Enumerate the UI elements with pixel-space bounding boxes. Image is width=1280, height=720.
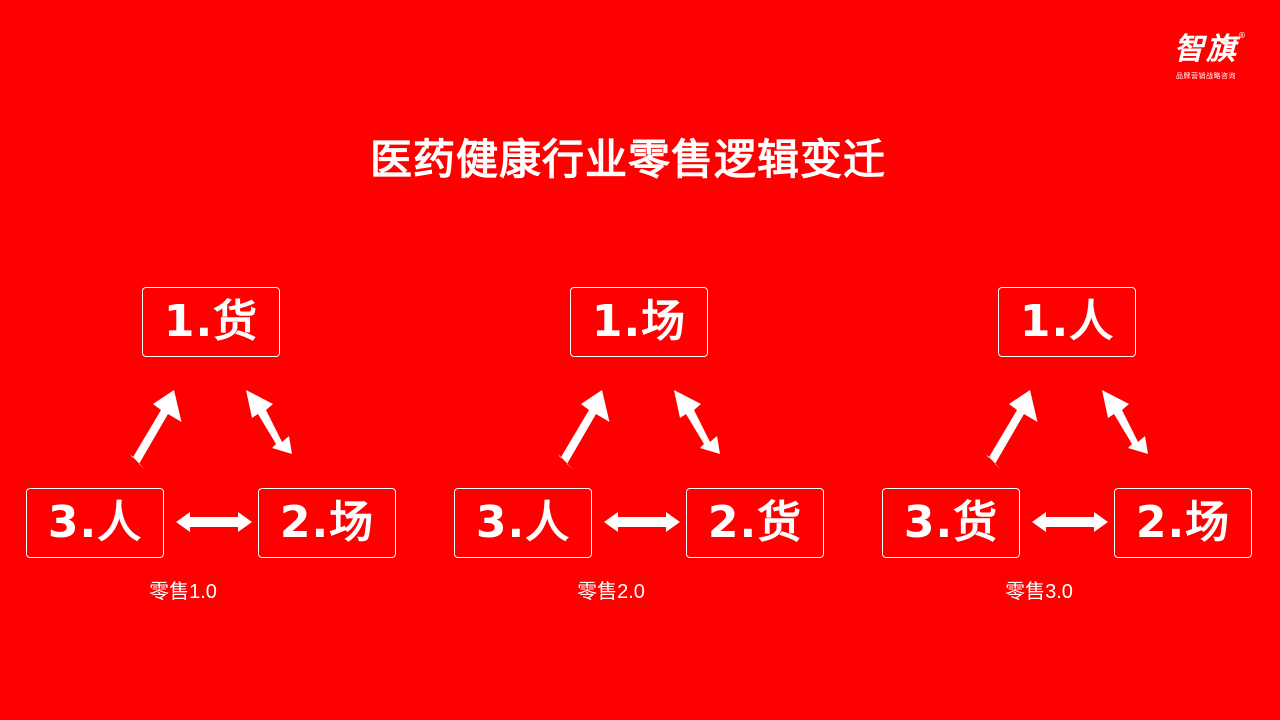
node-top: 1.场	[570, 287, 708, 357]
right-diagonal-double-arrow-icon	[674, 390, 720, 454]
node-right: 2.场	[1114, 488, 1252, 558]
left-diagonal-double-arrow-icon	[558, 390, 610, 470]
node-left: 3.货	[882, 488, 1020, 558]
brand-logo: 智旗 ® 品牌营销战略咨询	[1158, 30, 1254, 90]
bottom-horizontal-double-arrow-icon	[1032, 512, 1108, 532]
diagram-caption: 零售3.0	[1005, 581, 1073, 603]
node-left: 3.人	[26, 488, 164, 558]
diagram-caption: 零售1.0	[149, 581, 217, 603]
right-diagonal-double-arrow-icon	[246, 390, 292, 454]
node-top: 1.人	[998, 287, 1136, 357]
left-diagonal-double-arrow-icon	[986, 390, 1038, 470]
retail-1-diagram: 1.货 3.人 2.场 零售1.0	[26, 286, 400, 616]
logo-subtitle: 品牌营销战略咨询	[1176, 72, 1236, 80]
cycle-arrows	[558, 390, 720, 532]
node-right: 2.货	[686, 488, 824, 558]
cycle-arrows	[130, 390, 292, 532]
bottom-horizontal-double-arrow-icon	[176, 512, 252, 532]
right-diagonal-double-arrow-icon	[1102, 390, 1148, 454]
left-diagonal-double-arrow-icon	[130, 390, 182, 470]
page-title: 医药健康行业零售逻辑变迁	[369, 135, 886, 184]
node-top: 1.货	[142, 287, 280, 357]
retail-3-diagram: 1.人 3.货 2.场 零售3.0	[882, 286, 1256, 616]
node-right: 2.场	[258, 488, 396, 558]
cycle-arrows	[986, 390, 1148, 532]
retail-2-diagram: 1.场 3.人 2.货 零售2.0	[454, 286, 828, 616]
logo-wordmark: 智旗	[1174, 32, 1238, 67]
registered-mark: ®	[1238, 31, 1246, 40]
diagram-caption: 零售2.0	[577, 581, 645, 603]
node-left: 3.人	[454, 488, 592, 558]
bottom-horizontal-double-arrow-icon	[604, 512, 680, 532]
